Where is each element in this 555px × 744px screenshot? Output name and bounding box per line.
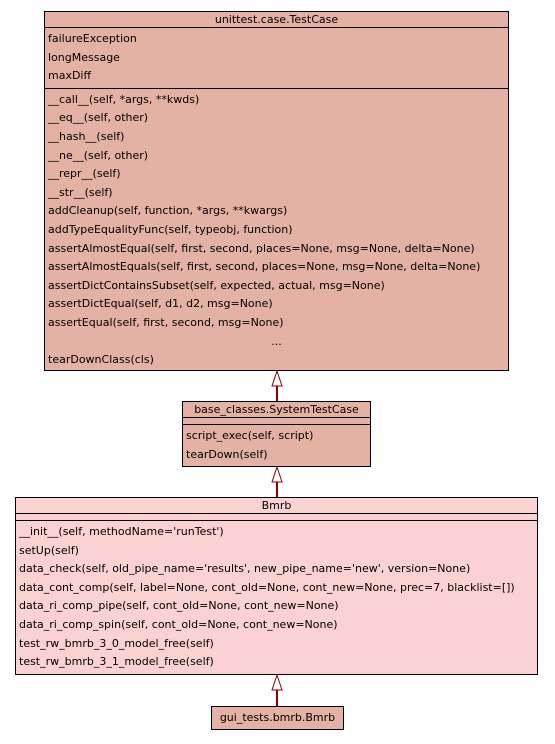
attribute-section: failureException longMessage maxDiff — [45, 28, 508, 89]
method: __repr__(self) — [48, 167, 121, 181]
method: __str__(self) — [48, 185, 113, 199]
attribute: failureException — [48, 32, 137, 45]
attribute-section — [16, 514, 537, 521]
method: test_rw_bmrb_3_0_model_free(self) — [19, 636, 214, 650]
method-section: script_exec(self, script) tearDown(self) — [183, 425, 370, 466]
ellipsis: ... — [271, 334, 282, 348]
method: addCleanup(self, function, *args, **kwar… — [48, 204, 288, 218]
method: assertAlmostEqual(self, first, second, p… — [48, 241, 475, 255]
method: data_check(self, old_pipe_name='results'… — [19, 562, 471, 576]
method: data_ri_comp_spin(self, cont_old=None, c… — [19, 617, 338, 631]
method-section: __call__(self, *args, **kwds) __eq__(sel… — [45, 89, 508, 372]
method: script_exec(self, script) — [186, 429, 314, 442]
method: __eq__(self, other) — [48, 111, 149, 125]
class-title: gui_tests.bmrb.Bmrb — [219, 711, 336, 724]
attribute-section — [183, 418, 370, 425]
method: __hash__(self) — [48, 129, 125, 143]
edge-systemtestcase-to-testcase — [271, 369, 283, 401]
method-section: __init__(self, methodName='runTest') set… — [16, 521, 537, 674]
method: data_cont_comp(self, label=None, cont_ol… — [19, 580, 515, 594]
method: setUp(self) — [19, 543, 79, 557]
method: tearDownClass(cls) — [48, 353, 154, 367]
class-bmrb[interactable]: Bmrb __init__(self, methodName='runTest'… — [15, 497, 538, 675]
attribute: longMessage — [48, 50, 120, 64]
method: assertEqual(self, first, second, msg=Non… — [48, 315, 284, 329]
method: assertDictEqual(self, d1, d2, msg=None) — [48, 297, 273, 311]
class-gui-tests-bmrb[interactable]: gui_tests.bmrb.Bmrb — [211, 706, 344, 730]
method: __init__(self, methodName='runTest') — [19, 525, 224, 538]
class-title: Bmrb — [16, 498, 537, 514]
method: __ne__(self, other) — [48, 148, 149, 162]
method: assertAlmostEquals(self, first, second, … — [48, 260, 481, 274]
class-title: unittest.case.TestCase — [45, 12, 508, 28]
method: __call__(self, *args, **kwds) — [48, 92, 200, 106]
attribute: maxDiff — [48, 69, 92, 83]
method: data_ri_comp_pipe(self, cont_old=None, c… — [19, 599, 339, 613]
class-testcase[interactable]: unittest.case.TestCase failureException … — [44, 11, 509, 371]
method: addTypeEqualityFunc(self, typeobj, funct… — [48, 222, 293, 236]
class-title: base_classes.SystemTestCase — [183, 402, 370, 418]
edge-guibmrb-to-bmrb — [271, 673, 283, 706]
edge-bmrb-to-systemtestcase — [271, 465, 283, 497]
method: test_rw_bmrb_3_1_model_free(self) — [19, 655, 214, 669]
method: tearDown(self) — [186, 447, 268, 461]
class-systemtestcase[interactable]: base_classes.SystemTestCase script_exec(… — [182, 401, 371, 467]
method: assertDictContainsSubset(self, expected,… — [48, 278, 385, 292]
